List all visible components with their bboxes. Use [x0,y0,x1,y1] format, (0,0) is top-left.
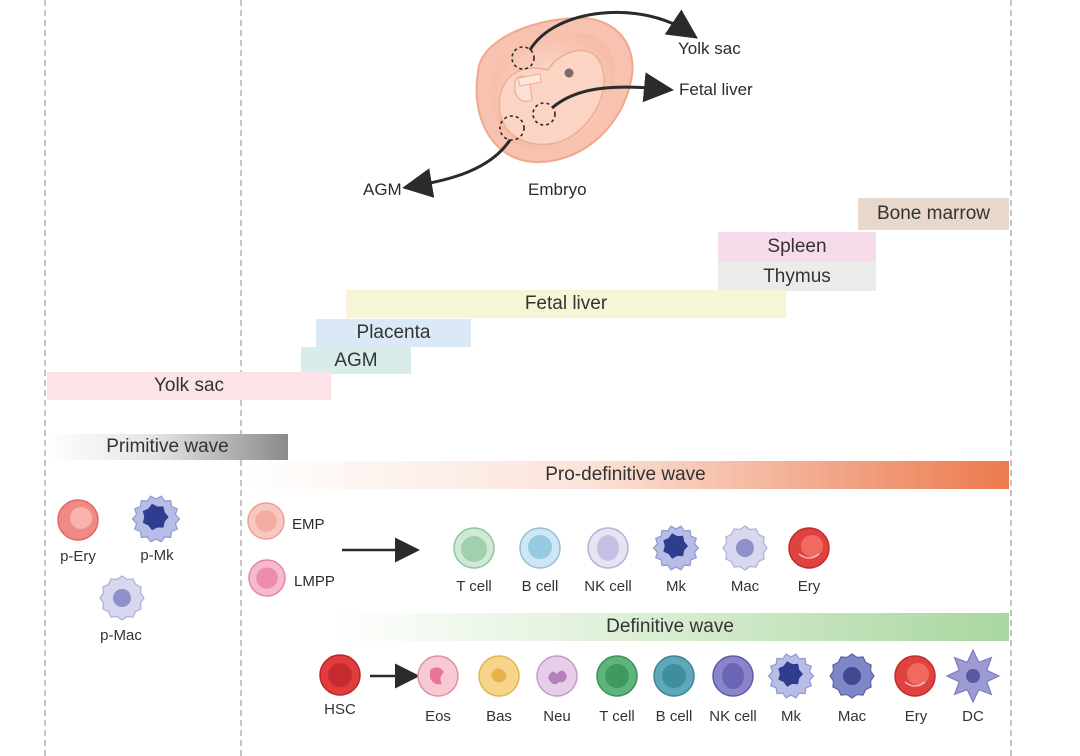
def-mk-cell-icon [767,653,815,699]
cell-label-def-mac: Mac [837,708,867,725]
cell-label-def-dc: DC [962,708,984,725]
def-mac-cell-icon [829,653,875,699]
hsc-cell-icon [319,654,361,696]
embryo-label: Embryo [528,180,587,199]
definitive-wave-bar: Definitive wave [331,613,1009,641]
def-dc-cell-icon [945,648,1001,704]
emp-cell-icon [247,502,285,540]
def-neu-cell-icon [536,655,578,697]
cell-label-pro-b-cell: B cell [521,578,559,595]
agm-site-marker [499,115,525,141]
pro-ery-cell-icon [788,527,830,569]
agm-bar: AGM [301,347,411,374]
cell-label-pro-mac: Mac [730,578,760,595]
yolk-sac-arrow [528,9,698,51]
cell-label-p-ery: p-Ery [60,548,96,565]
cell-label-hsc: HSC [324,701,356,718]
pro-nk-cell-cell-icon [587,527,629,569]
fetal-liver-arrow [551,72,674,110]
cell-label-pro-ery: Ery [797,578,821,595]
cell-label-pro-mk: Mk [666,578,686,595]
def-eos-cell-icon [417,655,459,697]
fetal-liver-site-marker [532,102,556,126]
def-nk-cell-cell-icon [712,655,754,697]
pro-mac-cell-icon [722,525,768,571]
thymus-bar: Thymus [718,262,876,291]
cell-label-def-neu: Neu [543,708,571,725]
embryo-illustration [402,9,698,198]
cell-label-def-t-cell: T cell [599,708,635,725]
cell-label-def-bas: Bas [486,708,512,725]
primitive-wave-bar: Primitive wave [47,434,288,460]
def-b-cell-cell-icon [653,655,695,697]
lmpp-cell-icon [248,559,286,597]
yolk-sac-bar: Yolk sac [47,372,331,400]
def-bas-cell-icon [478,655,520,697]
divider-right [1010,0,1012,756]
cell-label-pro-nk-cell: NK cell [584,578,632,595]
pro-definitive-wave-bar: Pro-definitive wave [242,461,1009,489]
divider-left [44,0,46,756]
cell-label-lmpp: LMPP [294,573,335,590]
embryo-site-label-fetal-liver: Fetal liver [679,80,753,99]
def-ery-cell-icon [894,655,936,697]
embryo-site-label-agm: AGM [363,180,402,199]
pro-t-cell-cell-icon [453,527,495,569]
cell-label-def-nk-cell: NK cell [709,708,757,725]
p-ery-cell-icon [57,499,99,541]
embryo-site-label-yolk-sac: Yolk sac [678,39,741,58]
cell-label-def-eos: Eos [425,708,451,725]
placenta-bar: Placenta [316,319,471,347]
fetal-liver-bar: Fetal liver [346,290,786,318]
spleen-bar: Spleen [718,232,876,262]
cell-label-p-mac: p-Mac [100,627,142,644]
agm-arrow [402,139,512,198]
pro-b-cell-cell-icon [519,527,561,569]
cell-label-p-mk: p-Mk [140,547,174,564]
bone-marrow-bar: Bone marrow [858,198,1009,230]
pro-mk-cell-icon [652,525,700,571]
p-mk-cell-icon [131,495,181,543]
embryo-body [498,49,605,146]
cell-label-def-mk: Mk [781,708,801,725]
yolk-sac-site-marker [511,46,535,70]
p-mac-cell-icon [99,575,145,621]
cell-label-def-ery: Ery [904,708,928,725]
cell-label-pro-t-cell: T cell [456,578,492,595]
cell-label-emp: EMP [292,516,325,533]
cell-label-def-b-cell: B cell [655,708,693,725]
def-t-cell-cell-icon [596,655,638,697]
